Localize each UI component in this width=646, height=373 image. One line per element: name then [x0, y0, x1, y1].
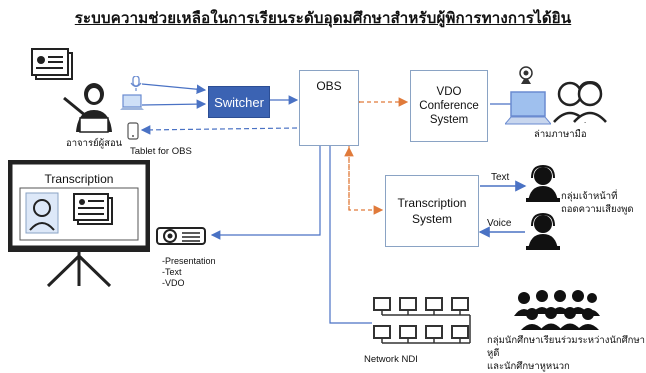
obs-to-tablet-line: [140, 125, 298, 135]
mic-to-switcher-line: [141, 83, 207, 94]
vdo-label-2: Conference: [419, 100, 479, 112]
tablet-label: Tablet for OBS: [130, 146, 192, 157]
screen-title: Transcription: [44, 172, 114, 186]
interpreter-people-icon: [553, 80, 607, 123]
projector-icon: [156, 227, 206, 245]
teacher-icon: [63, 83, 112, 133]
transcriber-headset-icon-top: [526, 164, 560, 202]
text-arrow-label: Text: [491, 172, 510, 183]
vdo-label-1: VDO: [436, 86, 462, 98]
voice-arrow-label: Voice: [487, 218, 512, 229]
students-label-2: และนักศึกษาหูหนวก: [487, 361, 570, 372]
sign-language-label: ล่ามภาษามือ: [534, 129, 587, 140]
transcription-label-1: Transcription: [397, 196, 467, 210]
staff-label-1: กลุ่มเจ้าหน้าที่: [561, 191, 618, 202]
students-group-icon: [514, 290, 600, 330]
obs-box: OBS: [299, 70, 359, 146]
transcription-screen: [8, 160, 150, 288]
projector-output-text: -Text: [162, 267, 182, 277]
transcription-system-box: Transcription System: [385, 175, 479, 247]
microphone-icon: [130, 76, 142, 91]
laptop-icon: [120, 94, 144, 110]
projector-output-presentation: -Presentation: [162, 256, 216, 266]
vdo-label-3: System: [429, 114, 469, 126]
obs-label: OBS: [316, 79, 342, 93]
obs-transcription-line: [348, 145, 384, 215]
network-computers-icon: [373, 297, 471, 344]
page-title: ระบบความช่วยเหลือในการเรียนระดับอุดมศึกษ…: [74, 10, 572, 27]
students-label-1: กลุ่มนักศึกษาเรียนร่วมระหว่างนักศึกษาหูด…: [487, 335, 645, 359]
tablet-icon: [127, 122, 139, 140]
switcher-label: Switcher: [214, 94, 264, 110]
projector-outputs: -Presentation -Text -VDO: [162, 256, 216, 289]
obs-to-projector-line: [210, 145, 321, 240]
vdo-conference-box: VDO Conference System: [410, 70, 488, 142]
interpreter-laptop-icon: [505, 91, 551, 125]
webcam-icon: [519, 66, 533, 84]
network-label: Network NDI: [364, 354, 418, 365]
staff-label: กลุ่มเจ้าหน้าที่ ถอดความเสียงพูด: [561, 190, 634, 216]
presentation-document-icon: [31, 48, 73, 80]
teacher-label: อาจารย์ผู้สอน: [66, 138, 123, 149]
projector-output-vdo: -VDO: [162, 278, 185, 288]
transcriber-headset-icon-bottom: [526, 212, 560, 250]
students-label: กลุ่มนักศึกษาเรียนร่วมระหว่างนักศึกษาหูด…: [487, 334, 646, 373]
staff-label-2: ถอดความเสียงพูด: [561, 204, 634, 215]
switcher-box: Switcher: [208, 86, 270, 118]
laptop-to-switcher-line: [141, 99, 207, 109]
obs-to-network-line: [329, 145, 372, 324]
transcription-label-2: System: [411, 212, 452, 226]
